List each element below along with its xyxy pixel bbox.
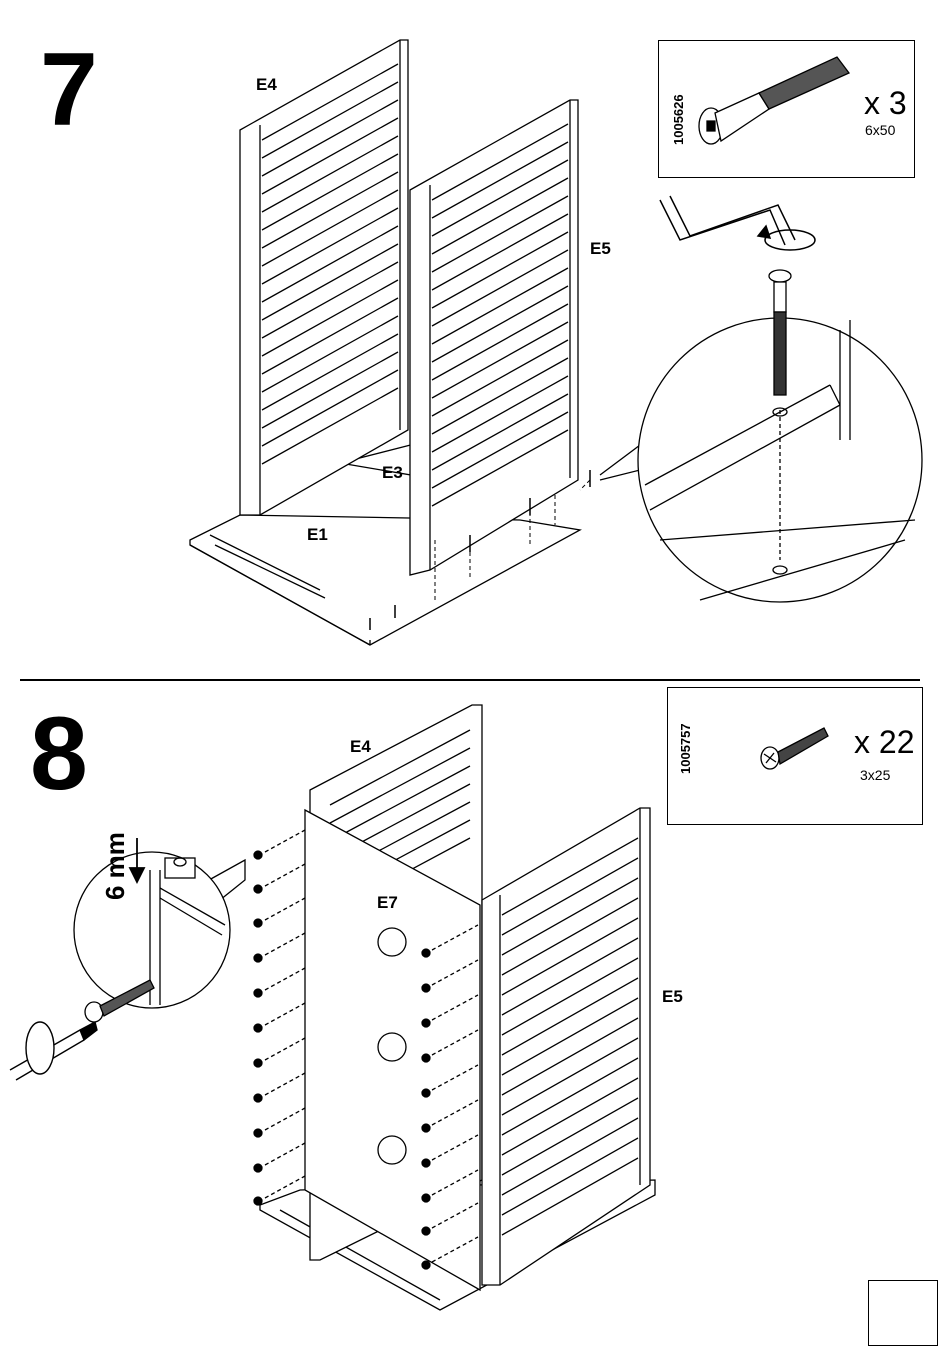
panel-e5 <box>482 808 650 1285</box>
e7-hole-middle <box>378 1033 406 1061</box>
label-e7: E7 <box>377 894 398 911</box>
step-8-hardware-box: 1005757 x 22 3x25 <box>667 687 923 825</box>
e7-hole-bottom <box>378 1136 406 1164</box>
e7-hole-top <box>378 928 406 956</box>
depth-label: 6 mm <box>100 832 131 900</box>
label-e4: E4 <box>350 738 371 755</box>
page-number-box <box>868 1280 938 1346</box>
hardware-size: 3x25 <box>860 768 890 782</box>
hardware-quantity: x 22 <box>854 726 914 758</box>
label-e5: E5 <box>662 988 683 1005</box>
screws-left-column <box>254 830 305 1205</box>
screwdriver-icon <box>10 1022 97 1080</box>
